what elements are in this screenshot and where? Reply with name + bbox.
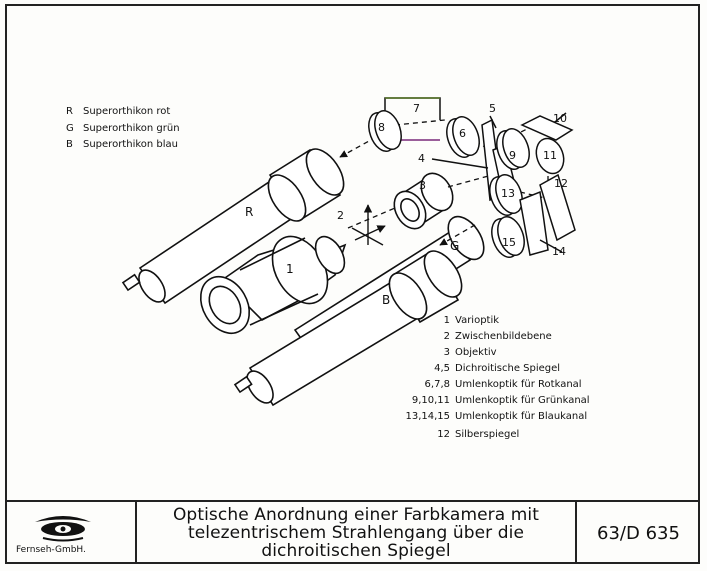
label-11: 11	[543, 149, 557, 162]
sheet-border	[5, 4, 700, 564]
objective-3: 3	[393, 172, 454, 230]
lens-6: 6	[446, 116, 480, 158]
part-text-2: Zwischenbildebene	[455, 331, 552, 342]
mirror-14: 14	[519, 190, 566, 258]
part-text-4: Dichroitische Spiegel	[455, 363, 560, 374]
legend-text-g: Superorthikon grün	[83, 123, 180, 134]
label-8: 8	[378, 121, 385, 134]
part-text-8: Silberspiegel	[455, 429, 519, 440]
part-text-7: Umlenkoptik für Blaukanal	[455, 411, 587, 422]
label-4: 4	[418, 152, 425, 165]
label-10: 10	[553, 112, 567, 125]
label-13: 13	[501, 187, 515, 200]
label-9: 9	[509, 149, 516, 162]
parts-list: 1 Varioptik 2 Zwischenbildebene 3 Objekt…	[405, 315, 589, 440]
title-cell: Optische Anordnung einer Farbkamera mit …	[137, 502, 577, 564]
part-text-5: Umlenkoptik für Rotkanal	[455, 379, 582, 390]
part-text-3: Objektiv	[455, 347, 497, 358]
label-6: 6	[459, 127, 466, 140]
title-line-3: dichroitischen Spiegel	[261, 541, 451, 561]
lens-13: 13	[489, 174, 523, 216]
tube-b: B	[233, 250, 463, 407]
logo-cell: Fernseh-GmbH.	[5, 502, 137, 564]
mirror-7: 7	[384, 97, 441, 141]
legend-text-r: Superorthikon rot	[83, 106, 170, 117]
label-12: 12	[554, 177, 568, 190]
lens-9: 9	[496, 128, 530, 170]
part-num-5: 6,7,8	[425, 379, 450, 390]
tube-r: R	[121, 148, 345, 305]
drawing-number: 63/D 635	[597, 522, 680, 544]
part-num-3: 3	[444, 347, 450, 358]
lens-15: 15	[491, 216, 525, 258]
label-14: 14	[552, 245, 566, 258]
code-legend: R Superorthikon rot G Superorthikon grün…	[66, 106, 180, 150]
label-1: 1	[286, 262, 294, 276]
legend-text-b: Superorthikon blau	[83, 139, 178, 150]
label-7: 7	[413, 102, 420, 115]
part-num-2: 2	[444, 331, 450, 342]
label-b: B	[382, 293, 390, 307]
drawing-title: Optische Anordnung einer Farbkamera mit …	[173, 506, 539, 560]
title-block: Fernseh-GmbH. Optische Anordnung einer F…	[5, 500, 700, 564]
mirror-10: 10	[520, 112, 574, 141]
label-2: 2	[337, 209, 344, 222]
part-text-6: Umlenkoptik für Grünkanal	[455, 395, 590, 406]
part-text-1: Varioptik	[455, 315, 499, 326]
lens-11: 11	[535, 137, 565, 175]
part-num-6: 9,10,11	[412, 395, 450, 406]
label-3: 3	[419, 179, 426, 192]
label-g: G	[450, 239, 459, 253]
legend-code-b: B	[66, 139, 73, 150]
label-15: 15	[502, 236, 516, 249]
label-5: 5	[489, 102, 496, 115]
title-line-1: Optische Anordnung einer Farbkamera mit	[172, 505, 540, 525]
label-r: R	[245, 205, 253, 219]
title-line-2: telezentrischem Strahlengang über die	[187, 523, 525, 543]
optical-diagram: R Superorthikon rot G Superorthikon grün…	[66, 97, 590, 440]
vario-optic-1: 1	[199, 235, 347, 335]
image-plane-2: 2	[337, 204, 386, 246]
part-num-1: 1	[444, 315, 450, 326]
silver-mirror-12: 12	[539, 173, 576, 242]
legend-code-r: R	[66, 106, 73, 117]
company-logo-icon	[35, 516, 91, 542]
legend-code-g: G	[66, 123, 74, 134]
part-num-8: 12	[437, 429, 450, 440]
part-num-7: 13,14,15	[405, 411, 450, 422]
company-name: Fernseh-GmbH.	[16, 545, 86, 555]
part-num-4: 4,5	[434, 363, 450, 374]
lens-8: 8	[368, 110, 402, 152]
